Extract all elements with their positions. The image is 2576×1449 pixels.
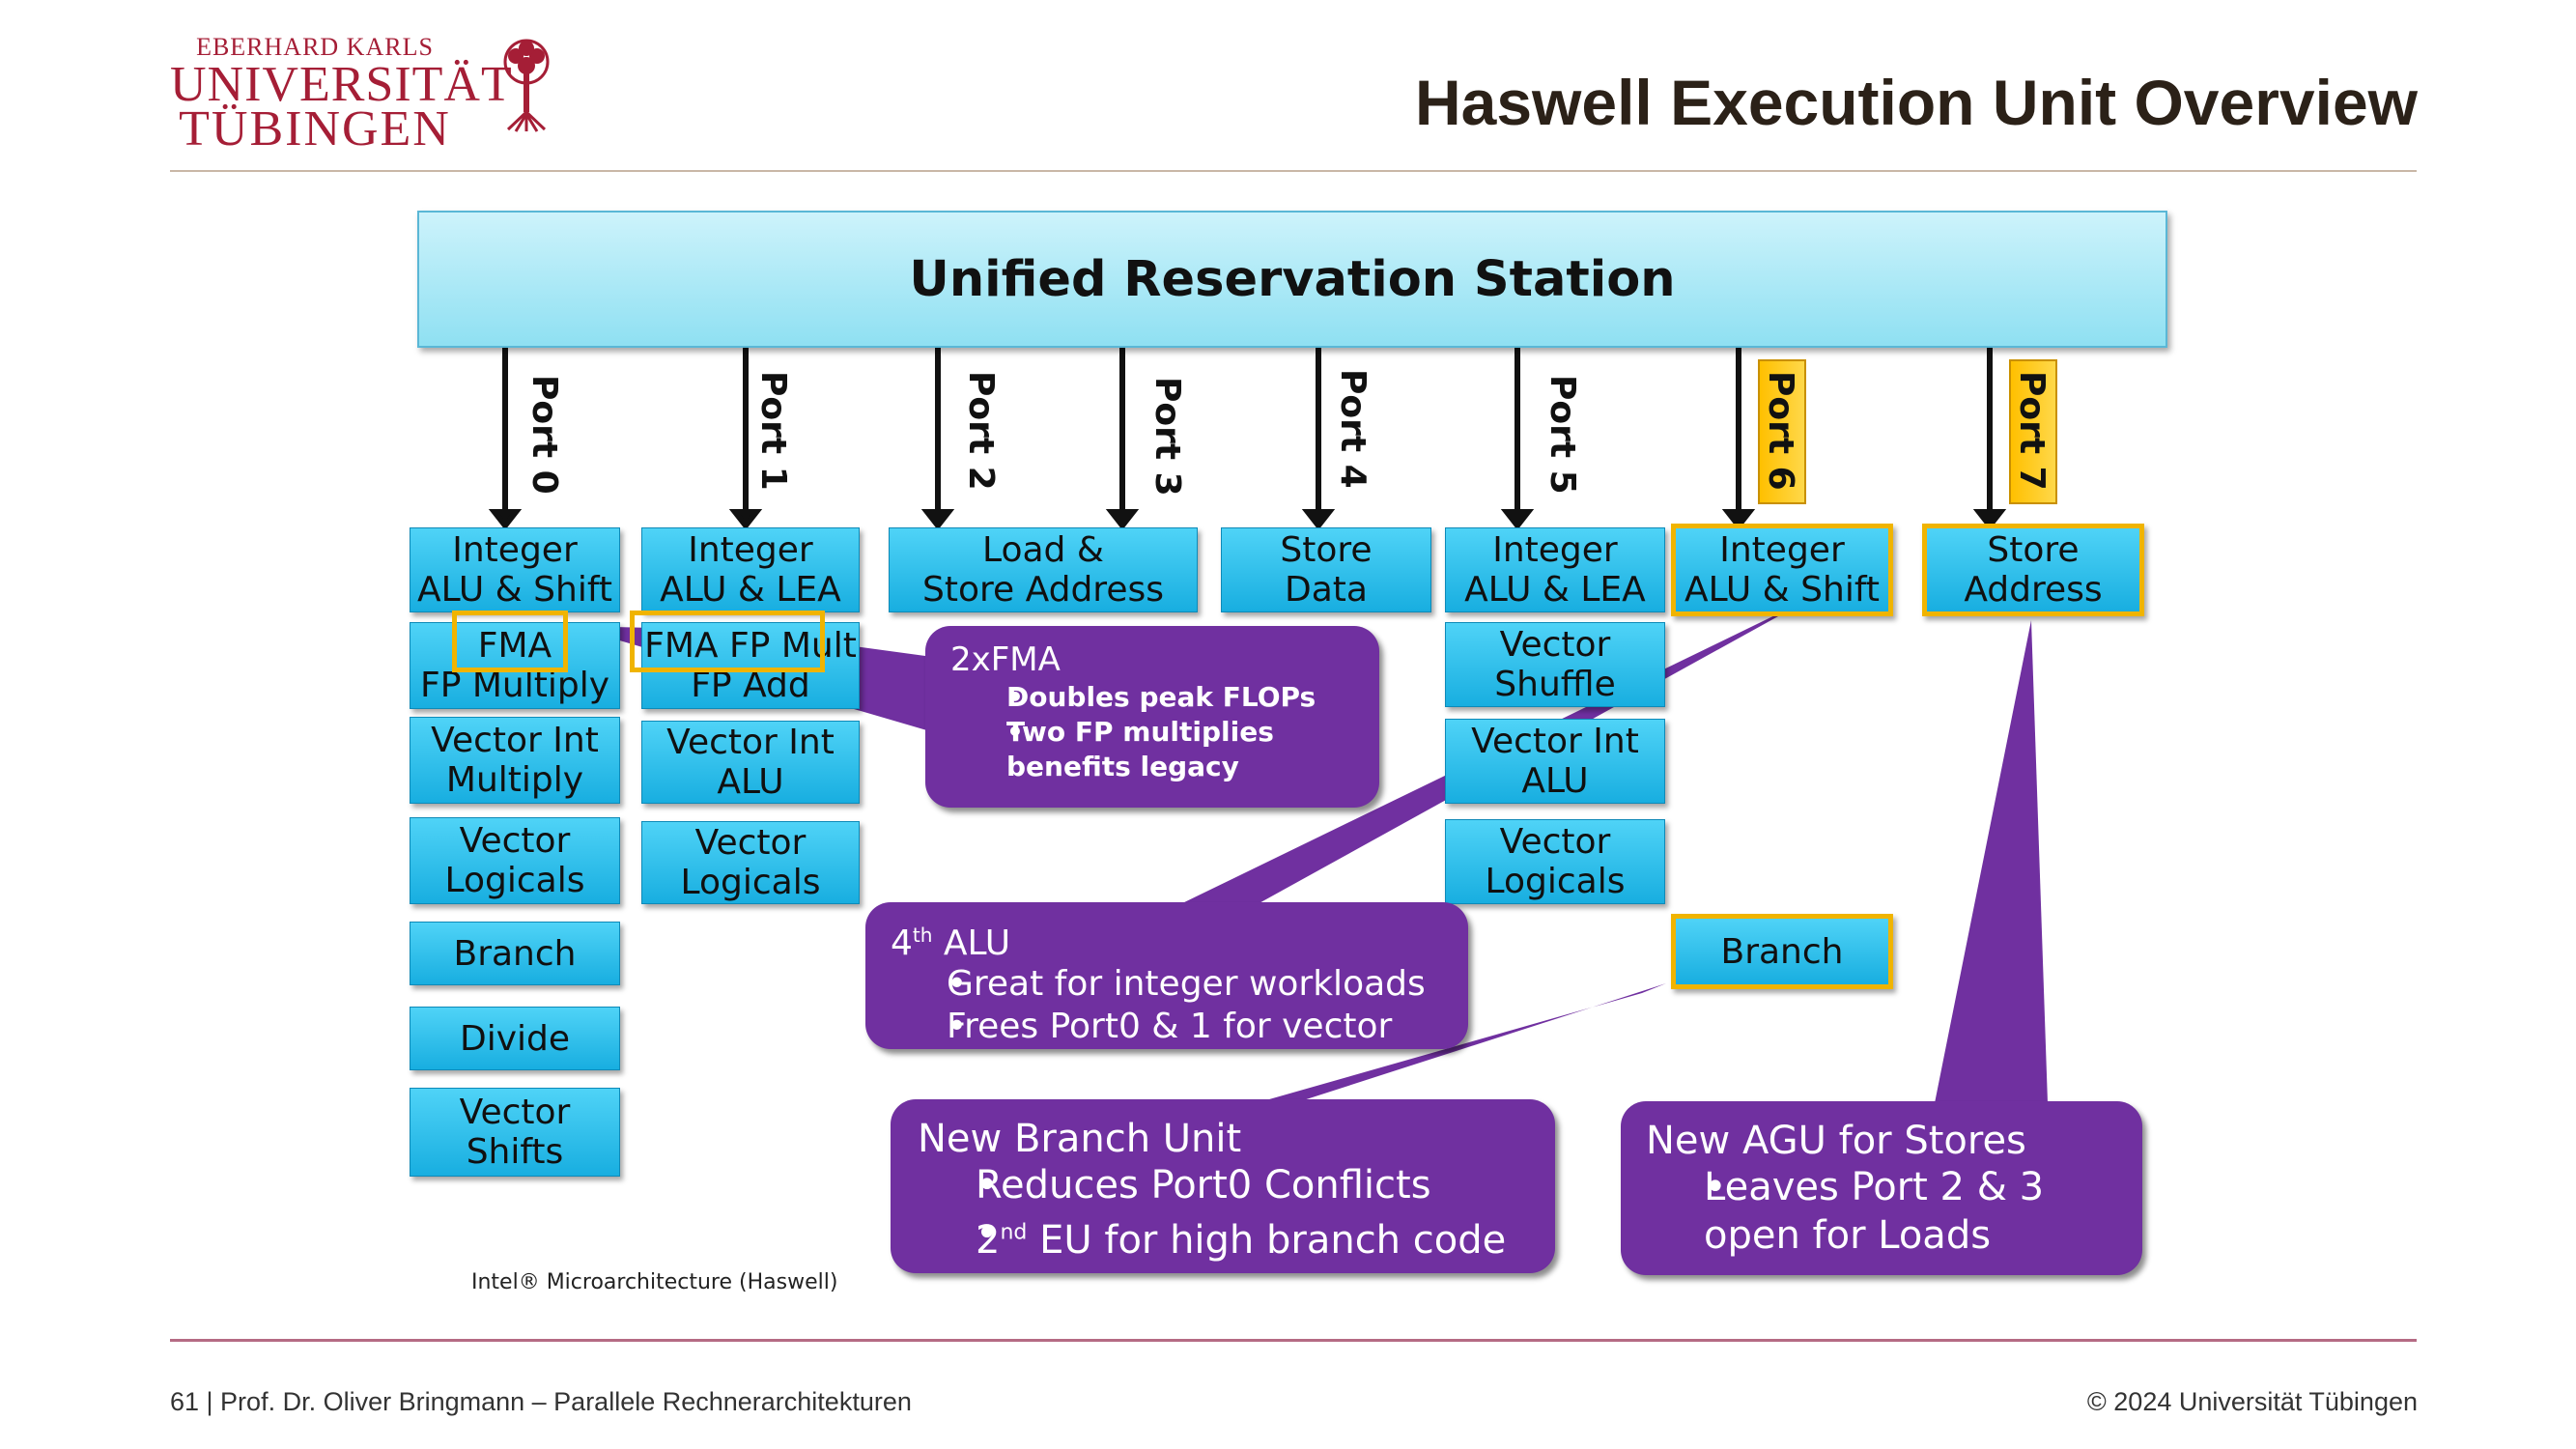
tree-emblem-icon: [503, 39, 550, 132]
unified-reservation-station: Unified Reservation Station: [417, 211, 2167, 348]
port-label-4: Port 4: [1333, 369, 1373, 489]
callout-branch-item-1: Reduces Port0 Conflicts: [976, 1163, 1431, 1208]
p0-vector-int-multiply: Vector Int Multiply: [410, 717, 620, 804]
callout-4th-alu: 4th ALU Great for integer workloads Free…: [865, 902, 1468, 1049]
page-title: Haswell Execution Unit Overview: [1414, 67, 2418, 138]
diagram-caption: Intel® Microarchitecture (Haswell): [471, 1270, 838, 1294]
callout-4th-alu-item-1: Great for integer workloads: [947, 964, 1426, 1004]
callout-branch-item-2: 2nd EU for high branch code: [976, 1218, 1507, 1264]
p6-integer-alu-shift: Integer ALU & Shift: [1671, 524, 1893, 616]
callout-new-agu-title: New AGU for Stores: [1646, 1119, 2026, 1163]
callout-2xfma-item-1: Doubles peak FLOPs: [1006, 681, 1316, 713]
logo-line-3: TÜBINGEN: [179, 101, 451, 156]
p7-store-address: Store Address: [1922, 524, 2144, 616]
callout-new-branch-unit-title: New Branch Unit: [918, 1117, 1242, 1161]
callout-new-agu: New AGU for Stores Leaves Port 2 & 3 ope…: [1621, 1101, 2142, 1275]
p5-vector-int-alu: Vector Int ALU: [1445, 719, 1665, 804]
header-divider: [170, 170, 2417, 172]
logo-line-2: UNIVERSITÄT: [170, 57, 513, 112]
fma-highlight: [452, 611, 568, 672]
port7-highlight: [2009, 359, 2057, 504]
callout-2xfma-item-2: Two FP multiplies benefits legacy: [1006, 716, 1274, 782]
p5-vector-shuffle: Vector Shuffle: [1445, 622, 1665, 707]
p1-vector-int-alu: Vector Int ALU: [641, 721, 860, 804]
port-label-3: Port 3: [1147, 377, 1187, 497]
port-arrows: [488, 348, 2007, 530]
p0-divide: Divide: [410, 1007, 620, 1070]
execution-unit-diagram: Unified Reservation Station Port 0 Port …: [406, 205, 2183, 1316]
p0-branch: Branch: [410, 922, 620, 985]
p5-vector-logicals: Vector Logicals: [1445, 819, 1665, 904]
footer-right-text: © 2024 Universität Tübingen: [2086, 1387, 2418, 1416]
callout-2xfma: 2xFMA Doubles peak FLOPs Two FP multipli…: [925, 626, 1379, 808]
callout-agu-item-1: Leaves Port 2 & 3 open for Loads: [1704, 1165, 2045, 1258]
callout-4th-alu-title: 4th ALU: [891, 923, 1011, 963]
p6-branch: Branch: [1671, 914, 1893, 989]
callout-new-branch-unit: New Branch Unit Reduces Port0 Conflicts …: [891, 1099, 1555, 1273]
port-label-5: Port 5: [1543, 375, 1582, 495]
p5-integer-alu-lea: Integer ALU & LEA: [1445, 527, 1665, 612]
footer-left-text: 61 | Prof. Dr. Oliver Bringmann – Parall…: [170, 1387, 912, 1416]
university-logo: EBERHARD KARLS UNIVERSITÄT TÜBINGEN: [170, 31, 576, 156]
callout-2xfma-title: 2xFMA: [950, 640, 1061, 679]
port-label-2: Port 2: [961, 371, 1001, 491]
p1-vector-logicals: Vector Logicals: [641, 821, 860, 904]
port-label-0: Port 0: [524, 375, 564, 495]
footer-divider: [170, 1339, 2417, 1342]
port-label-1: Port 1: [753, 371, 793, 491]
port6-highlight: [1758, 359, 1806, 504]
port-label-7: Port 7: [2012, 371, 2052, 491]
p0-integer-alu-shift: Integer ALU & Shift: [410, 527, 620, 612]
p0-vector-shifts: Vector Shifts: [410, 1088, 620, 1177]
pointer-agu: [1935, 620, 2048, 1103]
p23-load-store-address: Load & Store Address: [889, 527, 1198, 612]
callout-4th-alu-item-2: Frees Port0 & 1 for vector: [947, 1007, 1393, 1046]
p4-store-data: Store Data: [1221, 527, 1431, 612]
p0-vector-logicals: Vector Logicals: [410, 817, 620, 904]
logo-line-1: EBERHARD KARLS: [196, 33, 434, 61]
p1-integer-alu-lea: Integer ALU & LEA: [641, 527, 860, 612]
fma-fp-mult-highlight: [630, 611, 825, 672]
port-label-6: Port 6: [1761, 371, 1800, 491]
